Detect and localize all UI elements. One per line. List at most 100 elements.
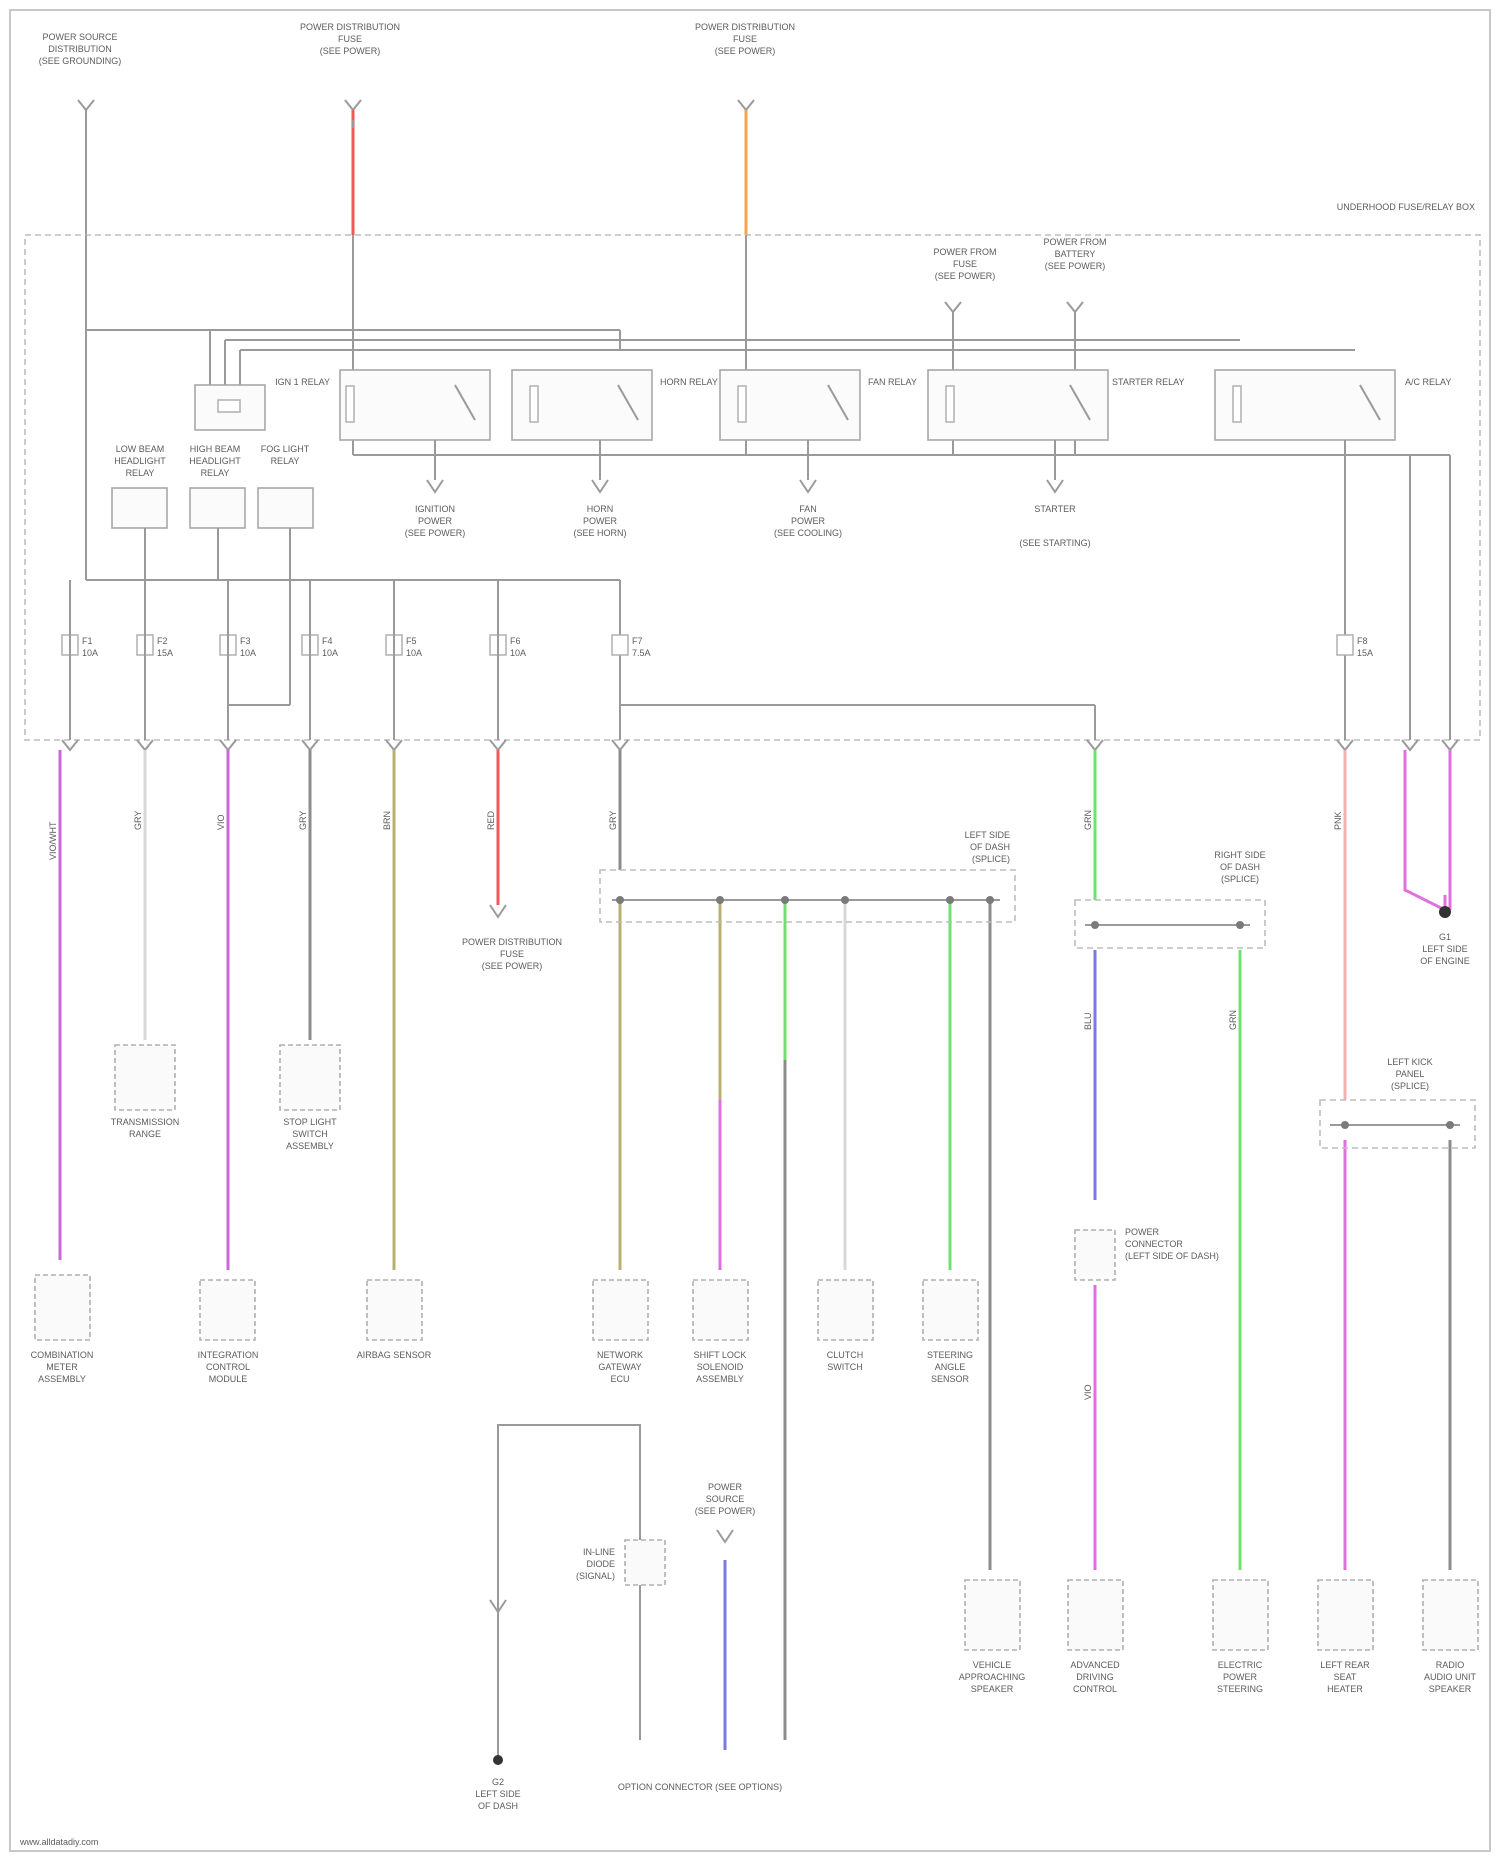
upper-right-input-2-line1: POWER FROM <box>1044 237 1107 247</box>
lower-left-circuit: G2 LEFT SIDE OF DASH IN-LINE DIODE (SIGN… <box>475 1425 782 1811</box>
relay-output-3-line3: (SEE COOLING) <box>774 528 842 538</box>
relay-output-1-line3: (SEE POWER) <box>405 528 466 538</box>
inline-label-4-line2: SOURCE <box>706 1494 745 1504</box>
component-shift-lock-line1: SHIFT LOCK <box>694 1350 747 1360</box>
component-icm-line1: INTEGRATION <box>198 1350 259 1360</box>
fuse-f3: F3 10A <box>220 635 256 658</box>
fuse-f3-rating: 10A <box>240 648 256 658</box>
fuse-f8-label: F8 <box>1357 636 1368 646</box>
ground-g1-line2: LEFT SIDE <box>1422 944 1467 954</box>
component-icm-line2: CONTROL <box>206 1362 250 1372</box>
relay-ign1-label: IGN 1 RELAY <box>275 377 330 387</box>
relay-starter: STARTER RELAY <box>928 370 1185 480</box>
mini-relay-3-line1: FOG LIGHT <box>261 444 310 454</box>
top-source-1: POWER SOURCE DISTRIBUTION (SEE GROUNDING… <box>39 32 122 66</box>
top-connector-arrow <box>738 100 754 110</box>
top-connector-arrow <box>345 100 361 110</box>
component-adc-line3: CONTROL <box>1073 1684 1117 1694</box>
upper-right-input-2-line3: (SEE POWER) <box>1045 261 1106 271</box>
component-steering-angle-line1: STEERING <box>927 1350 973 1360</box>
fuse-f1: F1 10A <box>62 635 98 658</box>
component-shift-lock-line3: ASSEMBLY <box>696 1374 744 1384</box>
fuse-f5-rating: 10A <box>406 648 422 658</box>
wire-code-2: GRY <box>133 811 143 830</box>
relay-output-4: STARTER (SEE STARTING) <box>1019 480 1090 548</box>
component-vas-line2: APPROACHING <box>959 1672 1026 1682</box>
top-source-1-line3: (SEE GROUNDING) <box>39 56 122 66</box>
top-connectors <box>78 100 754 110</box>
top-source-1-line2: DISTRIBUTION <box>48 44 112 54</box>
component-lrsh-line2: SEAT <box>1334 1672 1357 1682</box>
relay-ign1: IGN 1 RELAY <box>275 370 490 480</box>
splice-right-line2: OF DASH <box>1220 862 1260 872</box>
inline-label-5-line3: (SIGNAL) <box>576 1571 615 1581</box>
splice-left-line1: LEFT SIDE <box>965 830 1010 840</box>
component-eps-line3: STEERING <box>1217 1684 1263 1694</box>
relay-output-1: IGNITION POWER (SEE POWER) <box>405 480 466 538</box>
splice-left-dash: LEFT SIDE OF DASH (SPLICE) <box>600 830 1015 922</box>
fuse-f6-rating: 10A <box>510 648 526 658</box>
upper-right-input-1-line2: FUSE <box>953 259 977 269</box>
component-network-gateway-line2: GATEWAY <box>598 1362 641 1372</box>
component-eps-line1: ELECTRIC <box>1218 1660 1263 1670</box>
top-source-1-line1: POWER SOURCE <box>42 32 117 42</box>
mini-relay-2: HIGH BEAM HEADLIGHT RELAY <box>189 444 245 580</box>
inline-label-2-line3: (LEFT SIDE OF DASH) <box>1125 1251 1219 1261</box>
mini-relay-2-line3: RELAY <box>201 468 230 478</box>
upper-right-input-1-line3: (SEE POWER) <box>935 271 996 281</box>
component-shift-lock-solenoid: SHIFT LOCK SOLENOID ASSEMBLY <box>693 1280 748 1384</box>
inline-label-3-line1: G2 <box>492 1777 504 1787</box>
relay-ac-label: A/C RELAY <box>1405 377 1451 387</box>
component-clutch-switch: CLUTCH SWITCH <box>818 1280 873 1372</box>
fuse-f2: F2 15A <box>137 635 173 658</box>
inline-label-5-line2: DIODE <box>586 1559 615 1569</box>
component-vas-line1: VEHICLE <box>973 1660 1012 1670</box>
upper-right-input-2-line2: BATTERY <box>1055 249 1096 259</box>
fuse-f4: F4 10A <box>302 635 338 658</box>
relay-output-1-line2: POWER <box>418 516 453 526</box>
inline-label-2-line2: CONNECTOR <box>1125 1239 1183 1249</box>
ground-g1-line1: G1 <box>1439 932 1451 942</box>
splice-right-line3: (SPLICE) <box>1221 874 1259 884</box>
top-source-2-line3: (SEE POWER) <box>320 46 381 56</box>
component-stop-light-switch-line1: STOP LIGHT <box>283 1117 337 1127</box>
relay-output-4-line2: (SEE STARTING) <box>1019 538 1090 548</box>
component-radio-line1: RADIO <box>1436 1660 1465 1670</box>
fuse-f6: F6 10A <box>490 635 526 658</box>
component-combination-meter: COMBINATION METER ASSEMBLY <box>31 1275 94 1384</box>
inline-label-1-line3: (SEE POWER) <box>482 961 543 971</box>
wire-code-7: GRY <box>608 811 618 830</box>
wire-code-4: GRY <box>298 811 308 830</box>
top-source-3: POWER DISTRIBUTION FUSE (SEE POWER) <box>695 22 795 56</box>
fuse-f2-rating: 15A <box>157 648 173 658</box>
wire-code-3: VIO <box>216 814 226 830</box>
top-source-3-line3: (SEE POWER) <box>715 46 776 56</box>
component-transmission-range-line1: TRANSMISSION <box>111 1117 180 1127</box>
component-airbag-sensor: AIRBAG SENSOR <box>357 1280 432 1360</box>
control-relay-coil <box>218 400 240 412</box>
component-steering-angle-sensor: STEERING ANGLE SENSOR <box>923 1280 978 1384</box>
relay-output-3-line2: POWER <box>791 516 826 526</box>
component-transmission-range-line2: RANGE <box>129 1129 161 1139</box>
component-airbag-sensor-line1: AIRBAG SENSOR <box>357 1350 432 1360</box>
ground-icon <box>493 1755 503 1765</box>
wire-code-11: BLU <box>1083 1012 1093 1030</box>
top-source-2-line2: FUSE <box>338 34 362 44</box>
relay-output-2: HORN POWER (SEE HORN) <box>573 480 626 538</box>
component-transmission-range: TRANSMISSION RANGE <box>111 1045 180 1139</box>
fuse-f1-label: F1 <box>82 636 93 646</box>
splice-right-line1: RIGHT SIDE <box>1214 850 1265 860</box>
wire-code-1: VIO/WHT <box>48 821 58 860</box>
component-network-gateway-line3: ECU <box>610 1374 629 1384</box>
component-electric-power-steering: ELECTRIC POWER STEERING <box>1213 1580 1268 1694</box>
component-stop-light-switch-line3: ASSEMBLY <box>286 1141 334 1151</box>
component-network-gateway: NETWORK GATEWAY ECU <box>593 1280 648 1384</box>
relay-horn: HORN RELAY <box>512 370 718 480</box>
top-source-3-line1: POWER DISTRIBUTION <box>695 22 795 32</box>
mini-relay-1-line3: RELAY <box>126 468 155 478</box>
mini-relay-2-line2: HEADLIGHT <box>189 456 241 466</box>
component-lrsh-line1: LEFT REAR <box>1320 1660 1370 1670</box>
top-source-2-line1: POWER DISTRIBUTION <box>300 22 400 32</box>
fuse-f4-rating: 10A <box>322 648 338 658</box>
wire-code-9: PNK <box>1333 811 1343 830</box>
